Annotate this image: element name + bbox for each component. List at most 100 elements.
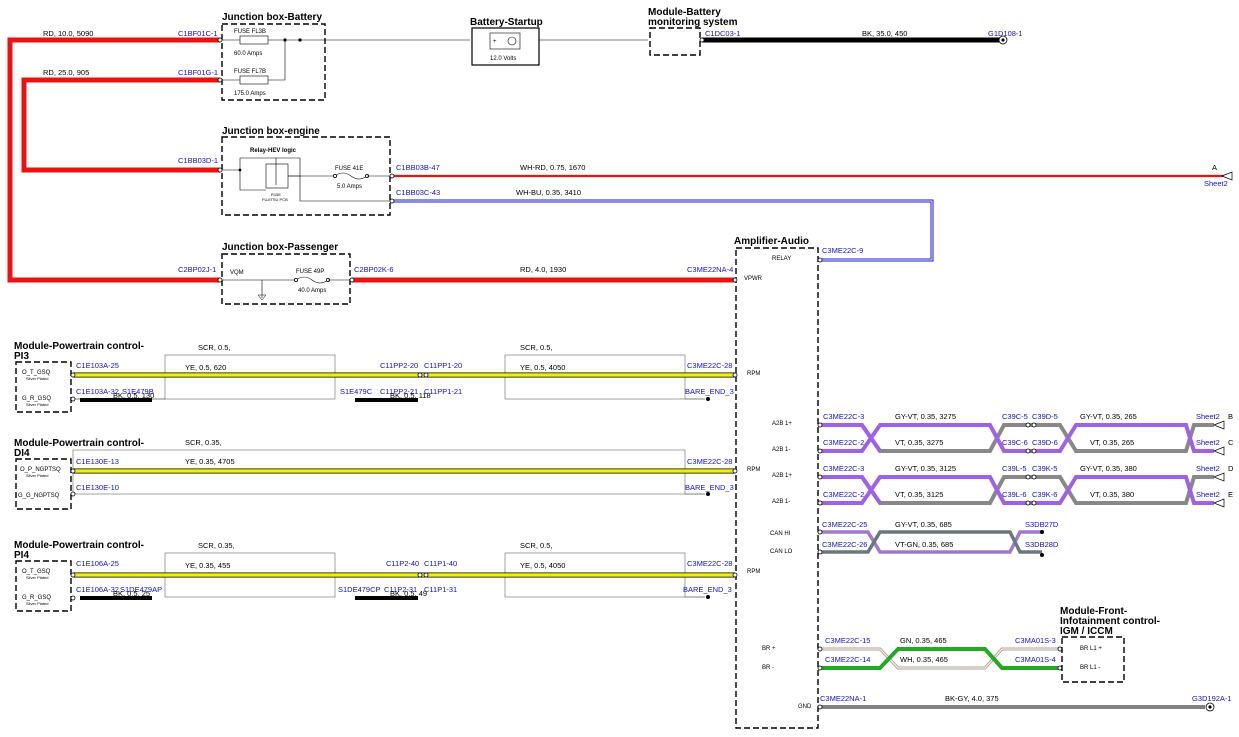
label-connectors-p1d[interactable]: C11PP2-20 [380,361,418,370]
wire-rd-10[interactable] [7,37,220,283]
label-connectors-p1c[interactable]: S1E479B [122,387,154,396]
label-wires-gv2: GY-VT, 0.35, 3125 [895,464,956,473]
pin-brp: BR + [762,646,776,652]
label-connectors-a4[interactable]: C3ME22C-2 [823,490,864,499]
label-connectors-x4[interactable]: C39D-6 [1032,438,1058,447]
label-connectors-p2c[interactable]: C3ME22C-28 [687,457,732,466]
label-connectors-a2[interactable]: C3ME22C-2 [823,438,864,447]
label-connectors-sheet[interactable]: Sheet2 [1196,490,1220,499]
label-connectors-p2a[interactable]: C1E130E-13 [76,457,119,466]
label-connectors-p1e[interactable]: C11PP1-20 [424,361,462,370]
label-connectors-can_d[interactable]: S3DB28D [1025,540,1059,549]
conn-c1bb03c[interactable]: C1BB03C-43 [396,188,440,197]
label-connectors-x3[interactable]: C39C-6 [1002,438,1028,447]
label-connectors-p3j[interactable]: BARE_END_3 [683,585,732,594]
label-connectors-p3f[interactable]: S1DE479CP [338,585,381,594]
label-connectors-sheet[interactable]: Sheet2 [1196,464,1220,473]
conn-g3d192a[interactable]: G3D192A-1 [1192,694,1232,703]
label-connectors-br2[interactable]: C3ME22C-14 [825,655,870,664]
offpage-b-e[interactable]: Sheet2 Sheet2 Sheet2 Sheet2 B C D E [1196,412,1234,508]
conn-c3me22na1[interactable]: C3ME22NA-1 [820,694,866,703]
a2b-pair-2[interactable] [817,474,1214,506]
relay-label: Relay-HEV logic [250,148,297,154]
wire-rd-25[interactable] [21,77,220,173]
fuse4-icon [295,276,329,284]
relay-sub2: FUJITSU PCB [262,197,288,202]
bms-title-1: Module-Battery [648,7,721,18]
fuse2-label: FUSE FL7B [234,69,266,75]
label-connectors-p1b[interactable]: C1E103A-32 [76,387,119,396]
label-connectors-p3e[interactable]: C11P1-40 [424,559,457,568]
label-pins-silver: Silver Plated [26,601,48,606]
fuse2-amps: 175.0 Amps [234,91,266,97]
conn-c1bb03b[interactable]: C1BB03B-47 [396,163,440,172]
label-pins-brl1m: BR L1 - [1080,665,1100,671]
label-wires-can2: VT-GN, 0.35, 685 [895,540,953,549]
label-wires-bk1: BK, 0.5, 130 [113,391,154,400]
label-connectors-br1[interactable]: C3ME22C-15 [825,636,870,645]
label-connectors-p3d[interactable]: C11P2-40 [386,559,419,568]
label-connectors-can_a[interactable]: C3ME22C-25 [822,520,867,529]
label-offpage-b: B [1228,412,1233,421]
label-connectors-a3[interactable]: C3ME22C-3 [823,464,864,473]
igm-title-1: Module-Front- [1060,606,1127,617]
conn-c1bb03d[interactable]: C1BB03D-1 [178,156,218,165]
label-connectors-x7[interactable]: C39L-6 [1002,490,1027,499]
label-connectors-p1g[interactable]: C11PP2-21 [380,387,418,396]
br-pair[interactable] [817,646,1063,671]
conn-c3me22c9[interactable]: C3ME22C-9 [822,246,863,255]
label-connectors-x1[interactable]: C39C-5 [1002,412,1028,421]
can-pair[interactable] [817,529,1044,557]
battery-monitoring: Module-Battery monitoring system C1DC03-… [648,7,1023,56]
label-offpage-e: E [1228,490,1233,499]
label-connectors-p1a[interactable]: C1E103A-25 [76,361,119,370]
pcm1-title-2: PI3 [14,351,29,362]
fuse-fl7b-icon [239,75,269,85]
label-connectors-p3i[interactable]: C3ME22C-28 [687,559,732,568]
conn-c1dc03[interactable]: C1DC03-1 [705,29,740,38]
label-connectors-p3g[interactable]: C11P2-31 [384,585,417,594]
a2b-pair-1[interactable] [817,422,1214,454]
fuse3-icon [334,172,368,180]
label-connectors-p2d[interactable]: BARE_END_3 [685,483,734,492]
label-rd4: RD, 4.0, 1930 [520,265,566,274]
conn-c1bf01g[interactable]: C1BF01G-1 [178,68,218,77]
label-wires-gv2b: GY-VT, 0.35, 380 [1080,464,1137,473]
label-pins-opng: O_P_NGPTSQ [20,467,61,473]
label-connectors-br3[interactable]: C3MA01S-3 [1015,636,1056,645]
label-wires-ye2: YE, 0.5, 4050 [520,363,565,372]
label-connectors-can_b[interactable]: C3ME22C-26 [822,540,867,549]
label-connectors-p1j[interactable]: BARE_END_3 [685,387,734,396]
fuse-fl3b-icon [239,35,269,45]
label-connectors-x5[interactable]: C39L-5 [1002,464,1027,473]
label-connectors-p1f[interactable]: S1E479C [340,387,373,396]
conn-c2bp02k[interactable]: C2BP02K-6 [354,265,394,274]
label-connectors-can_c[interactable]: S3DB27D [1025,520,1059,529]
fuse3-amps: 5.0 Amps [337,184,362,190]
module-igm: Module-Front- Infotainment control- IGM … [1060,606,1160,683]
label-connectors-sheet[interactable]: Sheet2 [1204,179,1228,188]
label-connectors-sheet[interactable]: Sheet2 [1196,438,1220,447]
conn-c2bp02j[interactable]: C2BP02J-1 [178,265,216,274]
label-connectors-p2b[interactable]: C1E130E-10 [76,483,119,492]
label-connectors-p1h[interactable]: C11PP1-21 [424,387,462,396]
label-connectors-sheet[interactable]: Sheet2 [1196,412,1220,421]
conn-g1d108[interactable]: G1D108-1 [988,29,1023,38]
label-connectors-br4[interactable]: C3MA01S-4 [1015,655,1056,664]
label-connectors-x6[interactable]: C39K-5 [1032,464,1057,473]
conn-c3me22na4[interactable]: C3ME22NA-4 [687,265,733,274]
label-connectors-p3b[interactable]: C1E106A-32 [76,585,119,594]
label-connectors-p1i[interactable]: C3ME22C-28 [687,361,732,370]
label-connectors-x2[interactable]: C39D-5 [1032,412,1058,421]
label-connectors-p3c[interactable]: S1DE479AP [120,585,162,594]
label-pins-ggng: G_G_NGPTSQ [18,493,60,499]
label-connectors-a1[interactable]: C3ME22C-3 [823,412,864,421]
label-connectors-p3a[interactable]: C1E106A-25 [76,559,119,568]
label-connectors-p3h[interactable]: C11P1-31 [424,585,457,594]
conn-c1bf01c[interactable]: C1BF01C-1 [178,29,218,38]
fuse4-amps: 40.0 Amps [298,288,326,294]
offpage-a[interactable]: A Sheet2 [1204,163,1233,188]
label-wires-scr: SCR, 0.5, [520,343,553,352]
label-connectors-x8[interactable]: C39K-6 [1032,490,1057,499]
